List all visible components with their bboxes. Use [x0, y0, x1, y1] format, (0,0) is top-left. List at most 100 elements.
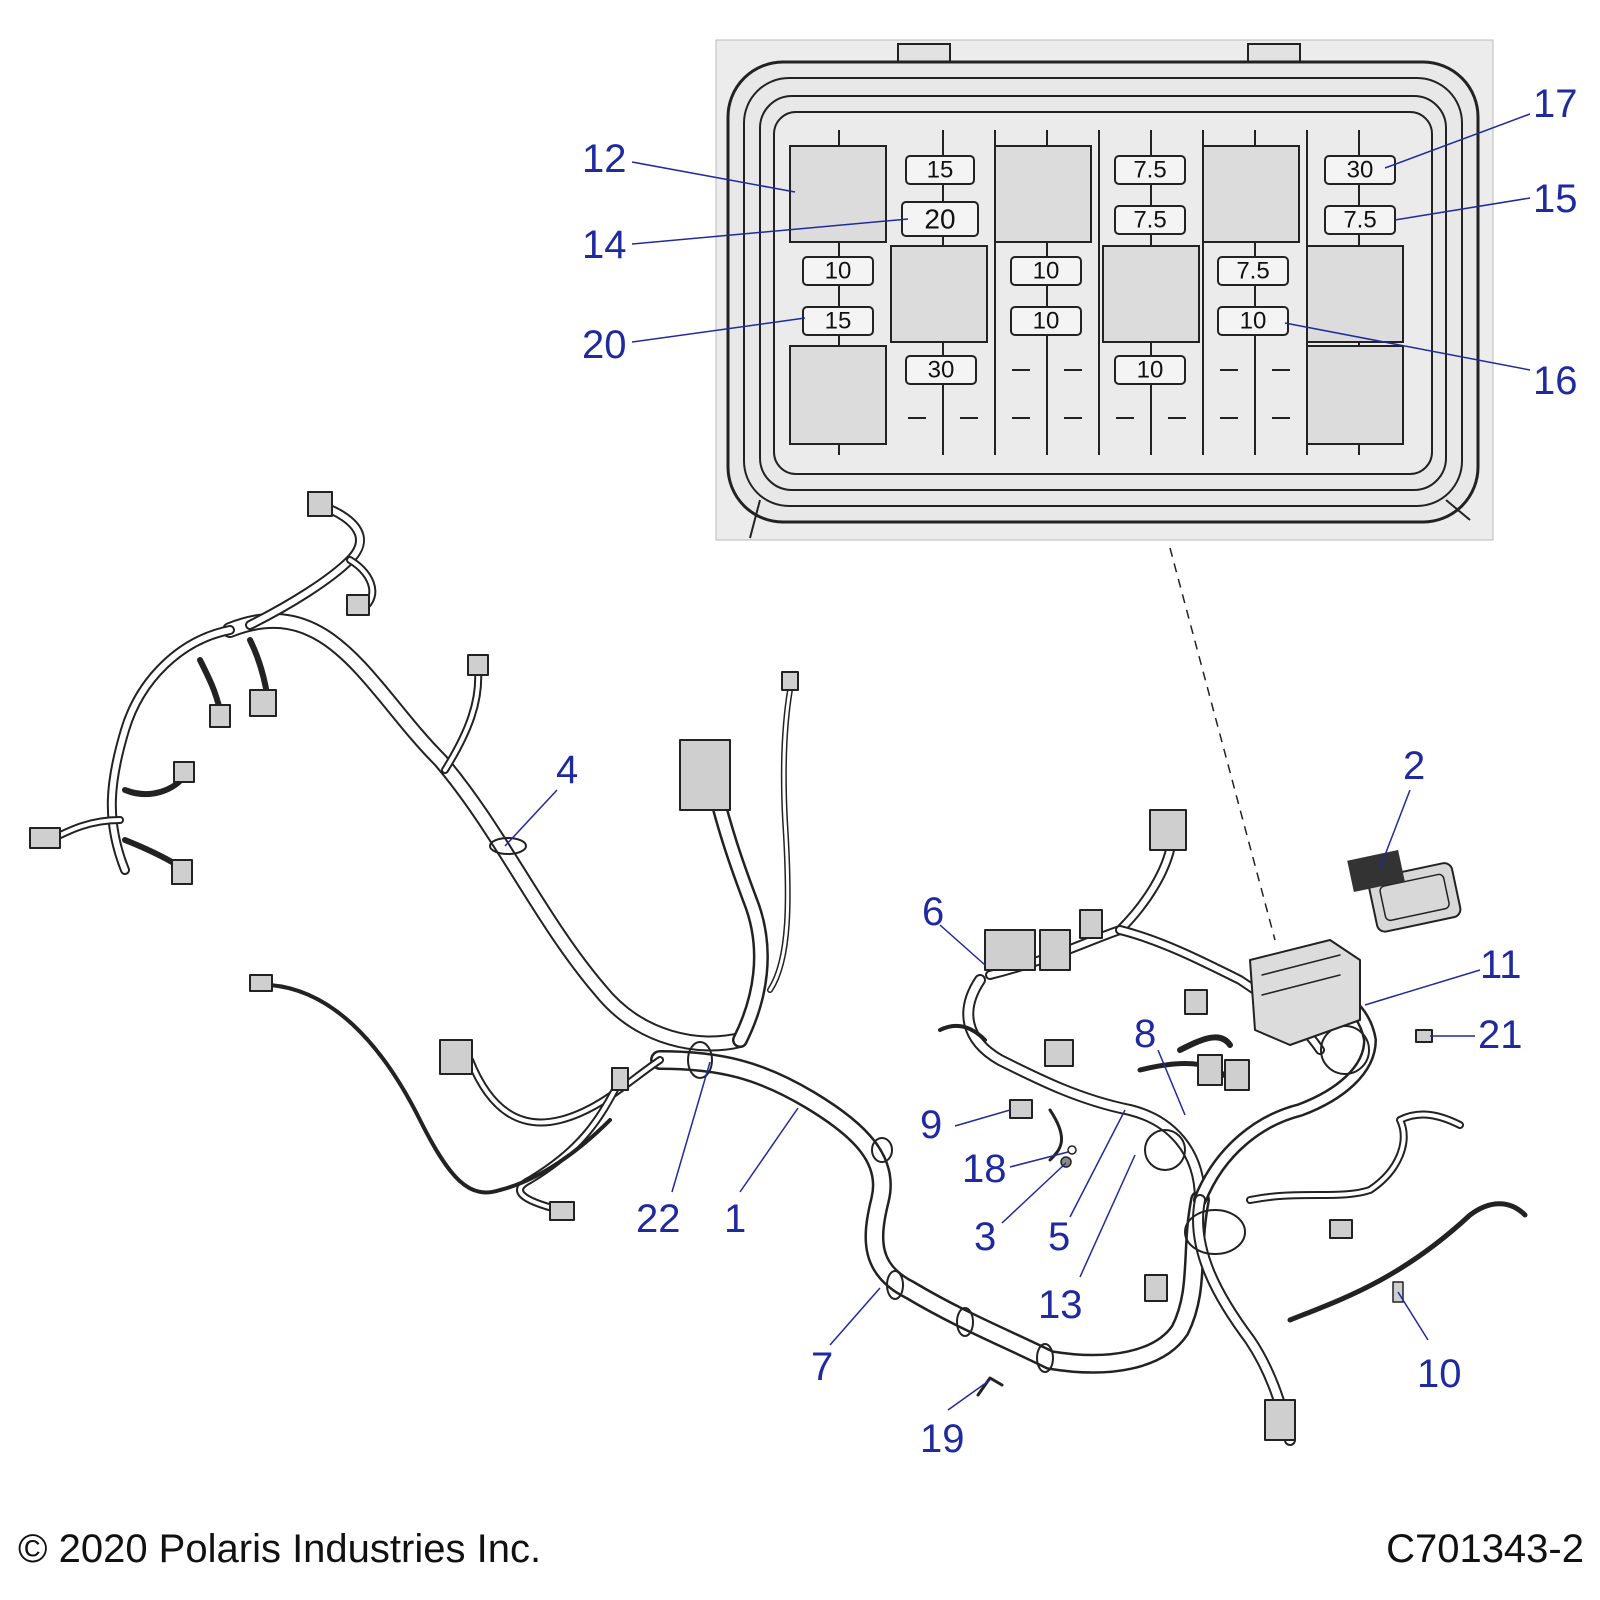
relay — [1306, 345, 1404, 445]
fuse-box-detail: 15 20 10 15 30 10 10 7.5 — [715, 39, 1494, 541]
part-21-clip — [1415, 1029, 1433, 1043]
callout-16: 16 — [1533, 359, 1578, 403]
callout-8: 8 — [1134, 1012, 1156, 1056]
connector — [171, 859, 193, 885]
drawing-code: C701343-2 — [1386, 1527, 1584, 1571]
callout-12: 12 — [582, 137, 627, 181]
relay — [890, 245, 988, 343]
callout-18: 18 — [962, 1147, 1007, 1191]
connector — [781, 671, 799, 691]
connector — [1184, 989, 1208, 1015]
callout-7: 7 — [811, 1345, 833, 1389]
part-19-fuse — [976, 1376, 1004, 1397]
connector — [1044, 1039, 1074, 1067]
fuse-label-decal — [1347, 849, 1405, 893]
connector — [29, 827, 61, 849]
copyright-notice: © 2020 Polaris Industries Inc. — [18, 1527, 542, 1571]
relay — [1306, 245, 1404, 343]
fuse-rating: 7.5 — [1133, 157, 1166, 184]
connector — [549, 1201, 575, 1221]
fuse-rating: 10 — [825, 258, 852, 285]
callout-4: 4 — [556, 748, 578, 792]
connector — [1329, 1219, 1353, 1239]
callout-17: 17 — [1533, 82, 1578, 126]
fuse-rating: 15 — [825, 308, 852, 335]
ecu-connector — [679, 739, 731, 811]
connector — [1079, 909, 1103, 939]
fuse-rating: 7.5 — [1236, 258, 1269, 285]
fuse-rating: 15 — [927, 157, 954, 184]
connector — [1039, 929, 1071, 971]
callout-11: 11 — [1480, 943, 1522, 987]
fuse: 10 — [1217, 306, 1289, 336]
relay — [789, 345, 887, 445]
connector — [439, 1039, 473, 1075]
connector — [249, 974, 273, 992]
fuse-rating: 7.5 — [1343, 207, 1376, 234]
relay — [994, 145, 1092, 243]
relays — [789, 145, 1404, 445]
connector — [209, 704, 231, 728]
fuse-rating: 10 — [1240, 308, 1267, 335]
grommet — [1144, 1129, 1186, 1171]
connector — [249, 689, 277, 717]
connector — [1197, 1054, 1223, 1086]
connector — [1264, 1399, 1296, 1441]
harness-4 — [29, 491, 748, 1052]
callout-6: 6 — [922, 890, 944, 934]
callout-5: 5 — [1048, 1215, 1070, 1259]
connector — [611, 1067, 629, 1091]
detail-projection-line — [1169, 547, 1276, 941]
harness-1-main — [650, 671, 1210, 1374]
fuse-rating: 7.5 — [1133, 207, 1166, 234]
fuse: 7.5 — [1324, 205, 1396, 235]
fuse-rating: 10 — [1033, 258, 1060, 285]
connector — [307, 491, 333, 517]
fuse: 7.5 — [1217, 256, 1289, 286]
callout-9: 9 — [920, 1103, 942, 1147]
callout-10: 10 — [1417, 1352, 1462, 1396]
wiring-harness-drawing — [29, 491, 1528, 1446]
fuse-rating: 10 — [1137, 357, 1164, 384]
callout-2: 2 — [1403, 744, 1425, 788]
fuse-rating: 30 — [928, 357, 955, 384]
fuse: 10 — [1114, 355, 1186, 385]
harness-lower-left — [249, 974, 713, 1221]
relay — [789, 145, 887, 243]
relay — [1102, 245, 1200, 343]
callout-14: 14 — [582, 223, 627, 267]
fuse-rating: 10 — [1033, 308, 1060, 335]
callout-15: 15 — [1533, 177, 1578, 221]
callout-13: 13 — [1038, 1283, 1083, 1327]
connector — [1224, 1059, 1250, 1091]
leader-lines — [504, 113, 1531, 1411]
harness-right — [938, 809, 1528, 1446]
fuse-box-assembly — [1249, 939, 1361, 1046]
part-18-terminal — [1067, 1145, 1077, 1155]
fuse: 15 — [802, 306, 874, 336]
fuse: 7.5 — [1114, 155, 1186, 185]
clamp — [1184, 1209, 1246, 1255]
fuse: 30 — [905, 355, 977, 385]
callout-3: 3 — [974, 1215, 996, 1259]
empty-fuse-slots — [908, 369, 1290, 419]
fuse: 20 — [901, 201, 979, 237]
part-9-plug — [1009, 1099, 1033, 1119]
grommet — [489, 837, 527, 855]
relay — [1202, 145, 1300, 243]
fuse: 10 — [802, 256, 874, 286]
connector — [1144, 1274, 1168, 1302]
connector — [173, 761, 195, 783]
callout-19: 19 — [920, 1417, 965, 1461]
callout-1: 1 — [724, 1197, 746, 1241]
connector — [346, 594, 370, 616]
callout-22: 22 — [636, 1197, 681, 1241]
fuse: 15 — [905, 155, 975, 185]
fuse: 7.5 — [1114, 205, 1186, 235]
connector — [1149, 809, 1187, 851]
fuse-rating: 20 — [924, 204, 955, 235]
connector — [984, 929, 1036, 971]
fuse: 10 — [1010, 256, 1082, 286]
callout-numbers: 12 14 20 17 15 16 4 2 6 11 8 21 9 18 3 5… — [556, 82, 1578, 1461]
fuse: 30 — [1324, 155, 1396, 185]
